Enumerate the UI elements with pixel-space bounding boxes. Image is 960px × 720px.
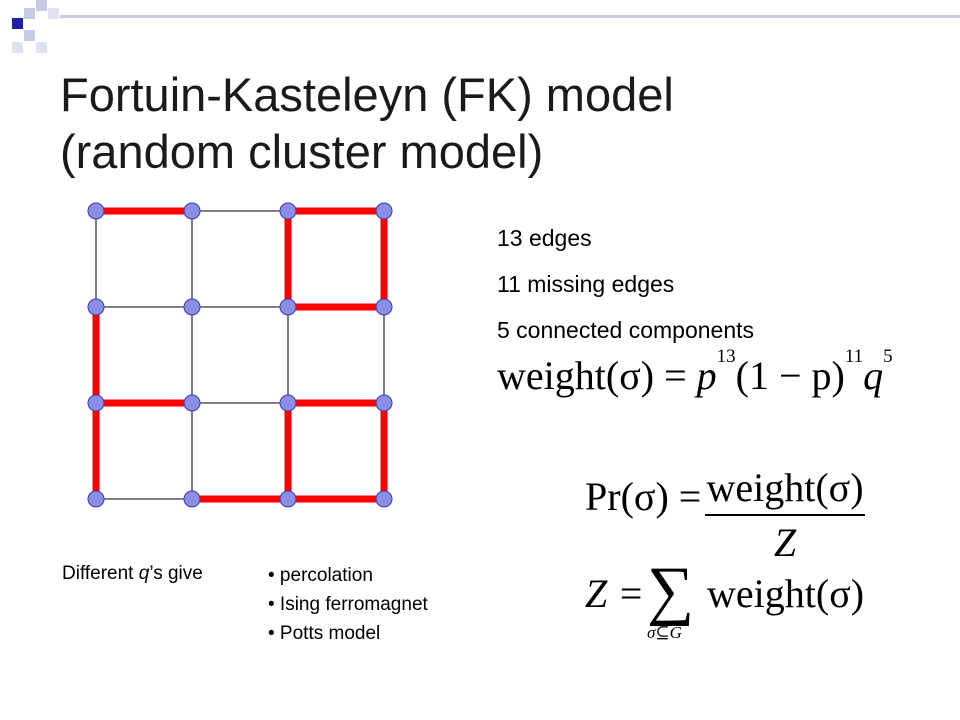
lattice-node <box>279 490 297 508</box>
deco-square <box>12 18 23 29</box>
lattice-node <box>279 202 297 220</box>
list-item: • Potts model <box>268 623 381 644</box>
lattice-node <box>375 202 393 220</box>
lattice-node <box>279 298 297 316</box>
lattice-node <box>87 490 105 508</box>
lattice-node <box>87 394 105 412</box>
slide-title: Fortuin-Kasteleyn (FK) model (random clu… <box>60 66 674 180</box>
deco-square <box>24 8 35 19</box>
q-symbol: q <box>863 353 884 398</box>
edge-facts: 13 edges 11 missing edges 5 connected co… <box>497 218 754 356</box>
q-exponent: 5 <box>883 346 893 367</box>
z-body: weight(σ) <box>707 571 865 616</box>
deco-square <box>48 8 59 19</box>
lattice-node <box>183 394 201 412</box>
one-minus-p: (1 − p) <box>735 353 845 398</box>
p-symbol: p <box>696 353 717 398</box>
fraction-bar <box>705 514 865 516</box>
edge-count: 13 edges <box>497 225 592 251</box>
pr-numerator: weight(σ) <box>706 465 864 510</box>
lattice-node <box>375 394 393 412</box>
lattice-node <box>279 394 297 412</box>
deco-square <box>36 0 47 11</box>
sum-symbol: ∑ <box>647 554 695 627</box>
lattice-node <box>87 202 105 220</box>
missing-edge-count: 11 missing edges <box>497 271 675 297</box>
list-item: • Ising ferromagnet <box>268 594 428 615</box>
selected-edges <box>92 207 388 503</box>
lattice-node <box>375 490 393 508</box>
lattice-node <box>183 298 201 316</box>
p-exponent: 13 <box>716 346 736 367</box>
z-lhs: Z = <box>585 571 645 616</box>
component-count: 5 connected components <box>497 317 755 343</box>
lattice-nodes <box>87 202 393 508</box>
list-item: • percolation <box>268 565 373 586</box>
sum-subscript: σ⊆G <box>647 623 682 642</box>
lattice-node <box>183 202 201 220</box>
deco-square <box>12 42 23 53</box>
lead-q: q <box>138 563 150 584</box>
weight-lhs: weight(σ) = <box>497 353 697 398</box>
model-list: • percolation • Ising ferromagnet • Pott… <box>268 563 428 650</box>
lattice-diagram <box>87 202 393 508</box>
title-line-1: Fortuin-Kasteleyn (FK) model <box>60 68 674 121</box>
title-line-2: (random cluster model) <box>60 125 544 178</box>
lead-plain: Different <box>62 563 139 584</box>
weight-formula: weight(σ) = p13(1 − p)11q5 <box>497 346 893 399</box>
deco-square <box>24 30 35 41</box>
lead-rest: ’s give <box>149 563 203 584</box>
lattice-edges <box>95 210 385 500</box>
corner-decoration <box>0 0 80 60</box>
lattice-node <box>87 298 105 316</box>
deco-square <box>36 42 47 53</box>
different-q-label: Different q’s give <box>62 563 203 585</box>
pr-denominator: Z <box>773 520 797 565</box>
title-rule <box>60 15 960 18</box>
lattice-node <box>183 490 201 508</box>
lattice-node <box>375 298 393 316</box>
pr-lhs: Pr(σ) = <box>585 474 702 519</box>
one-minus-p-exponent: 11 <box>844 346 864 367</box>
pr-fraction: weight(σ) Z <box>705 464 865 566</box>
